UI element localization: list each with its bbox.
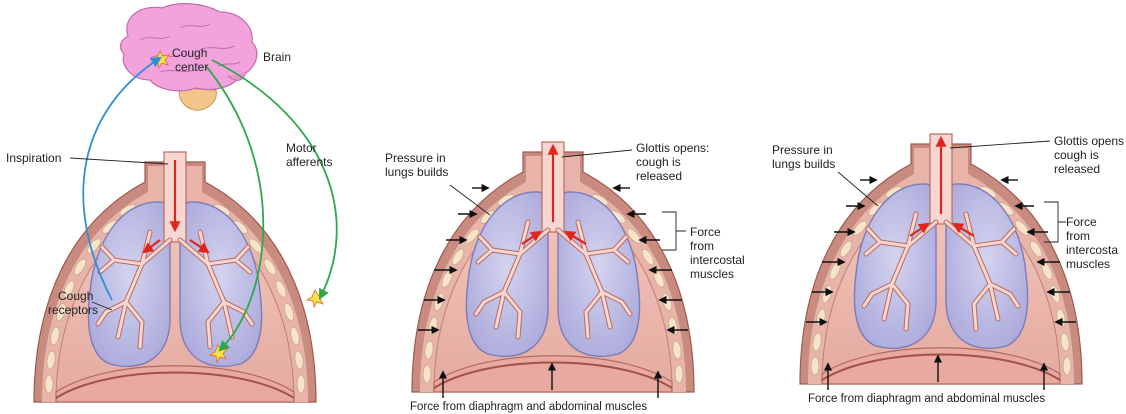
panel-3-thorax-illustration bbox=[800, 134, 1082, 384]
panel-2-glottis-label-line-1: Glottis opens: bbox=[636, 141, 709, 155]
panel-3-glottis-label-line-1: Glottis opens bbox=[1054, 134, 1124, 148]
inspiration-label: Inspiration bbox=[6, 151, 61, 165]
panel-2-glottis-label-line-3: released bbox=[636, 169, 682, 183]
panel-3-force-label-line-3: intercosta bbox=[1066, 243, 1118, 257]
panel-2-force-label-line-1: Force bbox=[690, 225, 721, 239]
panel-3-pressure-label-line-1: Pressure in bbox=[772, 143, 833, 157]
panel-2-pressure-label-line-1: Pressure in bbox=[385, 151, 446, 165]
panel-2-pressure-label-line-2: lungs builds bbox=[385, 165, 448, 179]
panel-2-force-label-line-2: from bbox=[690, 239, 714, 253]
panel-2-force-label-line-3: intercostal bbox=[690, 253, 745, 267]
cough-receptors-label-line-1: Cough bbox=[58, 289, 93, 303]
panel-3-glottis-label-line-2: cough is bbox=[1054, 148, 1099, 162]
panel-3-diaphragm-force-label: Force from diaphragm and abdominal muscl… bbox=[808, 393, 1045, 405]
cough-center-label-line-1: Cough bbox=[172, 46, 207, 60]
motor-afferents-label-line-1: Motor bbox=[286, 141, 317, 155]
panel-1-thorax-illustration bbox=[34, 152, 316, 402]
panel-3-force-label-line-4: muscles bbox=[1066, 257, 1110, 271]
panel-2-diaphragm-force-label: Force from diaphragm and abdominal muscl… bbox=[410, 401, 647, 413]
panel-2-force-label-line-4: muscles bbox=[690, 267, 734, 281]
panel-3-force-label-line-2: from bbox=[1066, 229, 1090, 243]
panel-3-glottis-label-line-3: released bbox=[1054, 162, 1100, 176]
panel-2-cough-compression: Pressure in lungs builds Glottis opens: … bbox=[385, 141, 745, 413]
cough-receptors-label-line-2: receptors bbox=[48, 303, 98, 317]
panel-3-pressure-label-line-2: lungs builds bbox=[772, 157, 835, 171]
cough-center-label-line-2: center bbox=[175, 60, 208, 74]
panel-2-glottis-label-line-2: cough is bbox=[636, 155, 681, 169]
motor-afferents-label-line-2: afferents bbox=[286, 155, 332, 169]
brain-label: Brain bbox=[263, 50, 291, 64]
intercostal-target-star-icon bbox=[307, 290, 324, 307]
panel-1-cough-initiation: Cough center Brain Inspiration Motor aff… bbox=[6, 4, 337, 402]
panel-3-cough-expulsion: Pressure in lungs builds Glottis opens c… bbox=[772, 134, 1124, 405]
panel-3-force-label-line-1: Force bbox=[1066, 215, 1097, 229]
